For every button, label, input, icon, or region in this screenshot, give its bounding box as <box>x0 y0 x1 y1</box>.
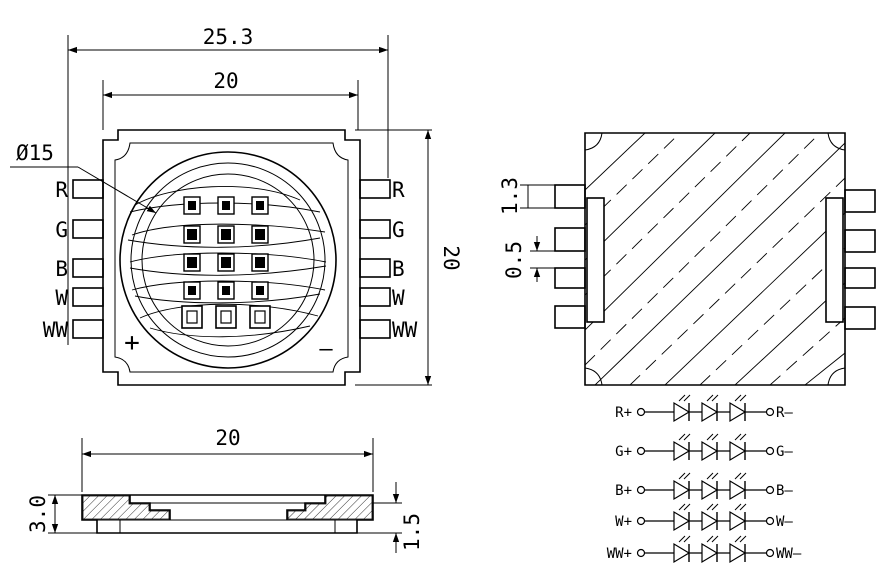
right-pins: R G B W WW <box>359 178 418 342</box>
thermal-pad-right <box>825 197 844 323</box>
led-chip-row-w <box>183 281 269 300</box>
schematic-neg-label: WW— <box>776 546 802 562</box>
schematic-pos-label: G+ <box>615 444 632 460</box>
terminal-circle <box>636 485 646 495</box>
pin-label-right-1: R <box>392 178 405 202</box>
schematic-row: R+ R— <box>615 394 793 423</box>
dimension-body-height: 20 <box>355 129 463 386</box>
pin-label-right-4: W <box>392 286 405 310</box>
pin-label-left-3: B <box>55 257 68 281</box>
circuit-schematic: R+ R— G+ G— B+ B— W+ W— WW+ WW— <box>607 394 802 564</box>
dimension-side-width-label: 20 <box>215 426 240 450</box>
led-diode-icon <box>701 433 719 462</box>
led-diode-icon <box>701 394 719 423</box>
schematic-row: W+ W— <box>615 503 793 532</box>
terminal-circle <box>636 548 646 558</box>
lens-ring <box>130 162 326 358</box>
schematic-row: WW+ WW— <box>607 535 802 564</box>
package-inner-outline <box>114 142 349 373</box>
dimension-overall-width-label: 25.3 <box>203 25 254 49</box>
led-chip-array <box>181 196 271 329</box>
pin-label-left-4: W <box>55 286 68 310</box>
schematic-pos-label: B+ <box>615 483 632 499</box>
led-diode-icon <box>673 472 691 501</box>
terminal-circle <box>636 446 646 456</box>
terminal-circle <box>765 516 775 526</box>
pin-label-left-5: WW <box>43 318 69 342</box>
pin-label-left-1: R <box>55 178 68 202</box>
bottom-left-leads <box>554 184 586 329</box>
led-diode-icon <box>673 433 691 462</box>
led-chip-row-r <box>183 196 269 215</box>
bottom-view: 1.3 0.5 <box>498 132 876 386</box>
side-wall-right-hatch <box>287 495 373 520</box>
bond-wires <box>127 185 327 338</box>
terminal-circle <box>765 485 775 495</box>
led-diode-icon <box>701 535 719 564</box>
terminal-circle <box>765 407 775 417</box>
led-diode-icon <box>673 503 691 532</box>
dimension-pad-width-label: 1.3 <box>498 177 522 215</box>
side-view: 20 3.0 1.5 <box>26 426 424 553</box>
led-diode-icon <box>729 472 747 501</box>
led-diode-icon <box>729 535 747 564</box>
schematic-pos-label: WW+ <box>607 546 632 562</box>
dimension-body-width-label: 20 <box>213 69 238 93</box>
dimension-side-height-label: 3.0 <box>26 495 50 533</box>
led-diode-icon <box>729 433 747 462</box>
bottom-body <box>584 132 846 386</box>
top-view: 25.3 20 20 Ø15 <box>10 25 463 386</box>
thermal-pad-left <box>586 197 605 323</box>
dimension-side-width: 20 <box>81 426 374 492</box>
led-chip-row-g <box>183 225 269 244</box>
polarity-plus-label: + <box>124 328 140 358</box>
lens-outer-ring <box>119 151 337 369</box>
pin-label-right-5: WW <box>392 318 418 342</box>
terminal-circle <box>765 548 775 558</box>
schematic-neg-label: B— <box>776 483 793 499</box>
dimension-pad-gap: 0.5 <box>502 236 555 282</box>
pin-label-right-2: G <box>392 218 405 242</box>
schematic-neg-label: R— <box>776 405 793 421</box>
bottom-right-leads <box>844 189 876 330</box>
side-wall-left-hatch <box>82 495 170 520</box>
dimension-lens-diameter-label: Ø15 <box>16 141 54 165</box>
led-diode-icon <box>729 503 747 532</box>
pin-label-right-3: B <box>392 257 405 281</box>
schematic-row: B+ B— <box>615 472 793 501</box>
bottom-body-hatch <box>585 133 845 385</box>
dimension-overall-width: 25.3 <box>67 25 389 345</box>
polarity-minus-label: — <box>319 337 333 362</box>
led-chip-row-b <box>183 253 269 272</box>
package-body <box>102 129 361 386</box>
dimension-side-height: 3.0 <box>26 494 97 534</box>
dimension-side-step-label: 1.5 <box>400 513 424 551</box>
led-diode-icon <box>729 394 747 423</box>
schematic-pos-label: W+ <box>615 514 632 530</box>
led-diode-icon <box>701 503 719 532</box>
pin-label-left-2: G <box>55 218 68 242</box>
schematic-neg-label: W— <box>776 514 793 530</box>
dimension-side-step: 1.5 <box>357 482 424 553</box>
schematic-pos-label: R+ <box>615 405 632 421</box>
terminal-circle <box>636 407 646 417</box>
terminal-circle <box>765 446 775 456</box>
terminal-circle <box>636 516 646 526</box>
led-diode-icon <box>673 535 691 564</box>
led-diode-icon <box>701 472 719 501</box>
dimension-pad-gap-label: 0.5 <box>502 241 526 279</box>
dimension-pad-width: 1.3 <box>498 177 555 215</box>
dimension-lens-diameter: Ø15 <box>10 141 157 214</box>
left-pins: R G B W WW <box>43 178 104 342</box>
schematic-neg-label: G— <box>776 444 793 460</box>
led-chip-row-ww <box>181 305 271 329</box>
schematic-row: G+ G— <box>615 433 793 462</box>
led-diode-icon <box>673 394 691 423</box>
dimension-body-height-label: 20 <box>439 245 463 270</box>
dimension-body-width: 20 <box>102 69 359 130</box>
